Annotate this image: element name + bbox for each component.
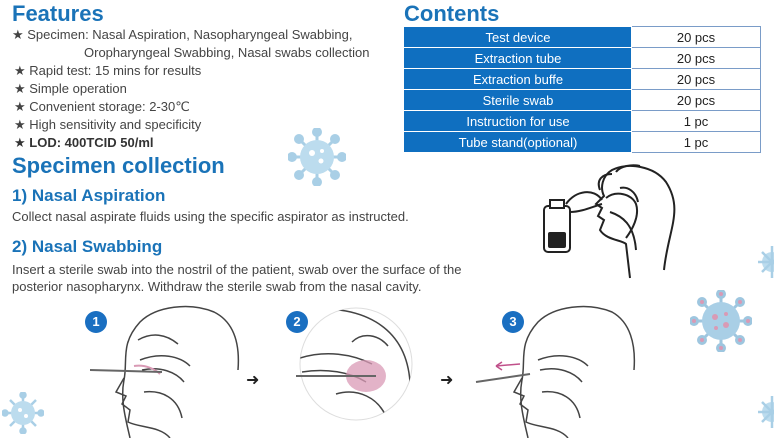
feature-item: ★ Simple operation — [14, 81, 127, 96]
qty-cell: 20 pcs — [631, 47, 761, 69]
qty-cell: 20 pcs — [631, 89, 761, 111]
step-1-badge: 1 — [85, 311, 107, 333]
virus-icon — [758, 396, 774, 428]
qty-cell: 1 pc — [631, 110, 761, 132]
feature-item-lod: ★ LOD: 400TCID 50/ml — [14, 135, 154, 150]
item-cell: Instruction for use — [404, 110, 632, 132]
virus-icon — [2, 392, 44, 434]
item-cell: Test device — [404, 26, 632, 48]
arrow-right-icon: ➜ — [246, 372, 260, 389]
step-3-badge: 3 — [502, 311, 524, 333]
feature-item: ★ Convenient storage: 2-30℃ — [14, 99, 190, 114]
aspiration-illustration — [543, 164, 676, 279]
nasal-swabbing-text-1: Insert a sterile swab into the nostril o… — [12, 262, 462, 277]
nasal-swabbing-text-2: posterior nasopharynx. Withdraw the ster… — [12, 279, 422, 294]
step-2-badge: 2 — [286, 311, 308, 333]
feature-item: ★ Specimen: Nasal Aspiration, Nasopharyn… — [12, 27, 353, 42]
step-2-illustration — [296, 307, 413, 421]
nasal-aspiration-text: Collect nasal aspirate fluids using the … — [12, 209, 409, 224]
arrow-right-icon: ➜ — [440, 372, 454, 389]
nasal-aspiration-title: 1) Nasal Aspiration — [12, 186, 166, 205]
qty-cell: 20 pcs — [631, 26, 761, 48]
step-1-illustration — [90, 305, 240, 438]
item-cell: Tube stand(optional) — [404, 131, 632, 153]
nasal-swabbing-title: 2) Nasal Swabbing — [12, 237, 163, 256]
virus-icon — [758, 246, 774, 278]
virus-pink-icon — [690, 290, 752, 352]
specimen-title: Specimen collection — [12, 153, 225, 178]
item-cell: Extraction tube — [404, 47, 632, 69]
contents-title: Contents — [404, 1, 500, 26]
feature-item: ★ High sensitivity and specificity — [14, 117, 202, 132]
qty-cell: 1 pc — [631, 131, 761, 153]
item-cell: Extraction buffe — [404, 68, 632, 90]
virus-icon — [288, 128, 346, 186]
features-title: Features — [12, 1, 104, 26]
step-3-illustration — [475, 305, 636, 438]
qty-cell: 20 pcs — [631, 68, 761, 90]
features-list: ★ Specimen: Nasal Aspiration, Nasopharyn… — [12, 26, 402, 152]
feature-item: ★ Rapid test: 15 mins for results — [14, 63, 202, 78]
feature-item: Oropharyngeal Swabbing, Nasal swabs coll… — [84, 45, 370, 60]
item-cell: Sterile swab — [404, 89, 632, 111]
table-row: Tube stand(optional)1 pc — [404, 131, 761, 153]
